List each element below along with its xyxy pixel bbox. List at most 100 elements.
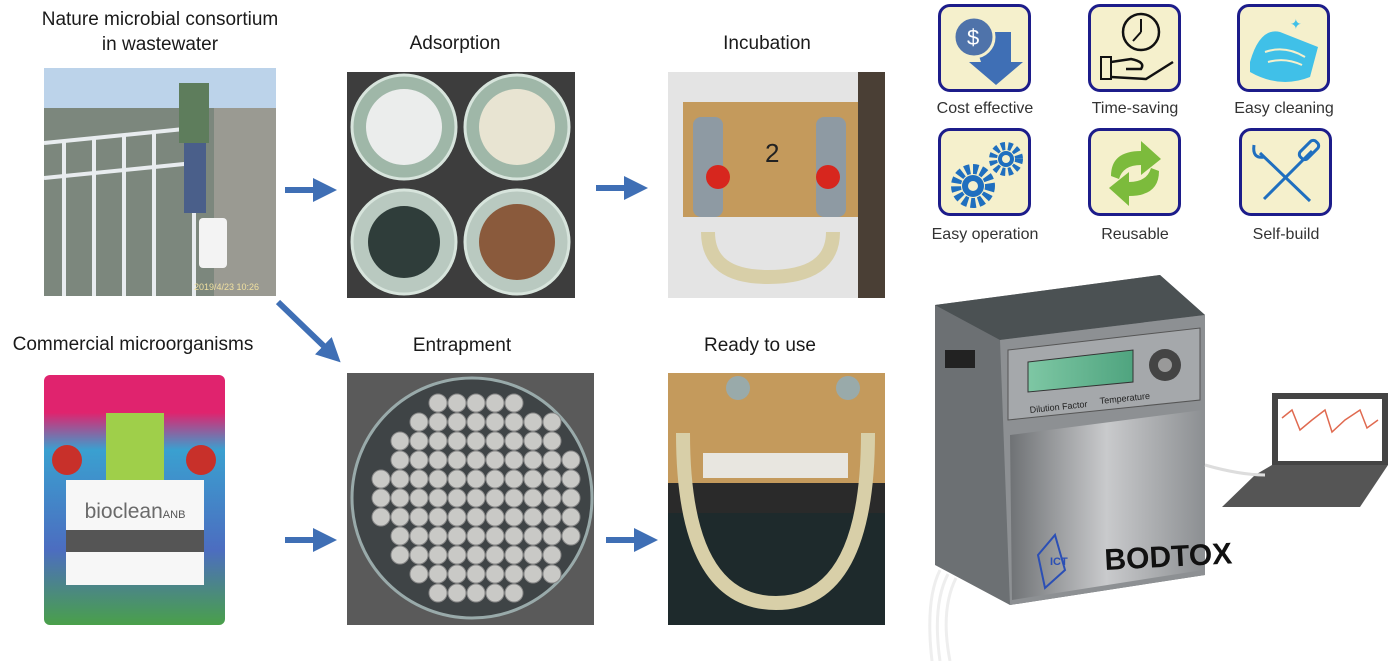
- dollar-down-arrow-icon: $: [941, 7, 1028, 94]
- gel-bead: [466, 488, 486, 508]
- gel-bead: [504, 469, 524, 489]
- bioclean-package-photo: biocleanANB: [44, 375, 225, 625]
- gel-bead: [485, 507, 505, 527]
- gel-bead: [504, 412, 524, 432]
- gel-bead: [485, 526, 505, 546]
- gel-bead: [447, 564, 467, 584]
- gel-bead: [466, 393, 486, 413]
- gel-bead: [428, 469, 448, 489]
- entrapment-label: Entrapment: [412, 335, 512, 356]
- gel-bead: [466, 545, 486, 565]
- ready-to-use-photo: [668, 373, 885, 625]
- brand-text: bioclean: [84, 500, 163, 523]
- wastewater-photo: 2019/4/23 10:26: [44, 68, 276, 296]
- gel-bead: [466, 450, 486, 470]
- gel-bead: [409, 469, 429, 489]
- gel-bead: [409, 507, 429, 527]
- feature-label: Easy operation: [931, 226, 1039, 243]
- incubation-tag: 2: [765, 138, 779, 168]
- cleaning-hand-icon: ✦: [1240, 7, 1327, 94]
- incubation-photo: 2: [668, 72, 885, 298]
- gel-bead: [409, 545, 429, 565]
- gel-bead: [447, 545, 467, 565]
- feature-icon-box: $: [938, 4, 1031, 92]
- entrapment-beads: [350, 376, 594, 620]
- gel-bead: [523, 564, 543, 584]
- gel-bead: [428, 564, 448, 584]
- gel-bead: [447, 412, 467, 432]
- gel-bead: [447, 469, 467, 489]
- nature-label-line2: in wastewater: [101, 34, 219, 55]
- gel-bead: [428, 431, 448, 451]
- gel-bead: [447, 450, 467, 470]
- gel-bead: [542, 469, 562, 489]
- gel-bead: [561, 469, 581, 489]
- gel-bead: [523, 469, 543, 489]
- gel-bead: [466, 412, 486, 432]
- gel-bead: [504, 393, 524, 413]
- svg-text:$: $: [967, 25, 979, 50]
- adsorption-label: Adsorption: [409, 33, 501, 54]
- incubation-scene: 2: [683, 72, 885, 298]
- package-brand: biocleanANB: [66, 500, 204, 524]
- gel-bead: [504, 545, 524, 565]
- laptop-graph-line: [1281, 408, 1379, 434]
- gel-bead: [409, 564, 429, 584]
- gel-bead: [428, 450, 448, 470]
- feature-label: Cost effective: [936, 100, 1034, 117]
- gel-bead: [542, 545, 562, 565]
- gel-bead: [523, 488, 543, 508]
- gel-bead: [466, 583, 486, 603]
- nature-consortium-label: Nature microbial consortium in wastewate…: [0, 7, 320, 57]
- gel-bead: [466, 526, 486, 546]
- gel-bead: [390, 545, 410, 565]
- gel-bead: [390, 526, 410, 546]
- gel-bead: [523, 450, 543, 470]
- gel-bead: [542, 450, 562, 470]
- gel-bead: [485, 564, 505, 584]
- ready-scene: [668, 373, 885, 625]
- gel-bead: [409, 412, 429, 432]
- gel-bead: [504, 526, 524, 546]
- nature-label-line1: Nature microbial consortium: [41, 9, 279, 30]
- gel-bead: [447, 583, 467, 603]
- feature-icon-box: [1088, 4, 1181, 92]
- feature-icon-box: [1239, 128, 1332, 216]
- gel-bead: [542, 564, 562, 584]
- gel-bead: [447, 431, 467, 451]
- gel-bead: [428, 526, 448, 546]
- ict-logo-icon: [1036, 532, 1067, 590]
- gel-bead: [561, 526, 581, 546]
- gel-bead: [523, 545, 543, 565]
- gel-bead: [504, 450, 524, 470]
- gel-bead: [485, 393, 505, 413]
- gel-bead: [504, 488, 524, 508]
- photo-timestamp: 2019/4/23 10:26: [194, 282, 259, 292]
- gel-bead: [542, 526, 562, 546]
- gel-bead: [504, 583, 524, 603]
- gel-bead: [523, 431, 543, 451]
- petri-dishes: [350, 73, 571, 296]
- workflow-arrows: [275, 176, 658, 552]
- gel-bead: [504, 431, 524, 451]
- feature-label: Easy cleaning: [1234, 100, 1334, 117]
- feature-label: Self-build: [1252, 226, 1320, 243]
- device-cable: [1204, 463, 1266, 477]
- bodtox-device-illustration: Dilution Factor Temperature BODTOX ICT: [928, 275, 1388, 661]
- feature-icon-box: [1088, 128, 1181, 216]
- gel-bead: [485, 583, 505, 603]
- gel-bead: [390, 488, 410, 508]
- ict-logo-text: ICT: [1050, 556, 1068, 568]
- commercial-label: Commercial microorganisms: [12, 334, 254, 355]
- gel-bead: [485, 412, 505, 432]
- gel-bead: [428, 393, 448, 413]
- brand-suffix: ANB: [162, 509, 186, 521]
- gel-bead: [428, 583, 448, 603]
- gel-bead: [466, 507, 486, 527]
- gel-bead: [466, 564, 486, 584]
- gel-bead: [409, 526, 429, 546]
- gel-bead: [485, 450, 505, 470]
- gel-bead: [371, 488, 391, 508]
- feature-label: Time-saving: [1091, 100, 1179, 117]
